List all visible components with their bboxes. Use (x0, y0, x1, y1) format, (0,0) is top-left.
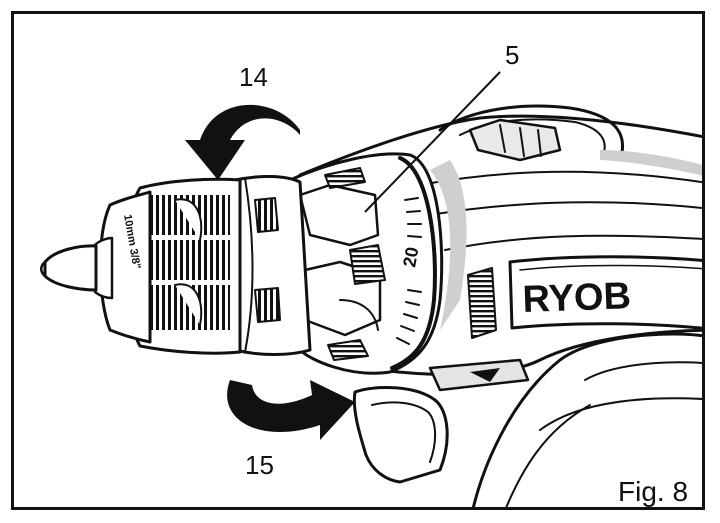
callout-15: 15 (245, 450, 274, 480)
brand-logo: RYOB (522, 275, 632, 321)
forward-rotation-arrow (185, 104, 300, 180)
chuck-collar (233, 174, 312, 356)
brand-badge (508, 255, 702, 330)
torque-dial (288, 152, 444, 375)
callout-leader-line (364, 71, 501, 213)
callout-14: 14 (239, 62, 268, 92)
chuck-nose (40, 190, 152, 344)
callout-5: 5 (505, 40, 520, 70)
trigger (352, 385, 449, 484)
figure-label: Fig. 8 (618, 476, 689, 507)
dial-torque-number: 20 (399, 245, 422, 268)
reverse-rotation-arrow (227, 380, 355, 440)
direction-selector (428, 358, 530, 392)
chuck-sleeve (125, 177, 242, 355)
